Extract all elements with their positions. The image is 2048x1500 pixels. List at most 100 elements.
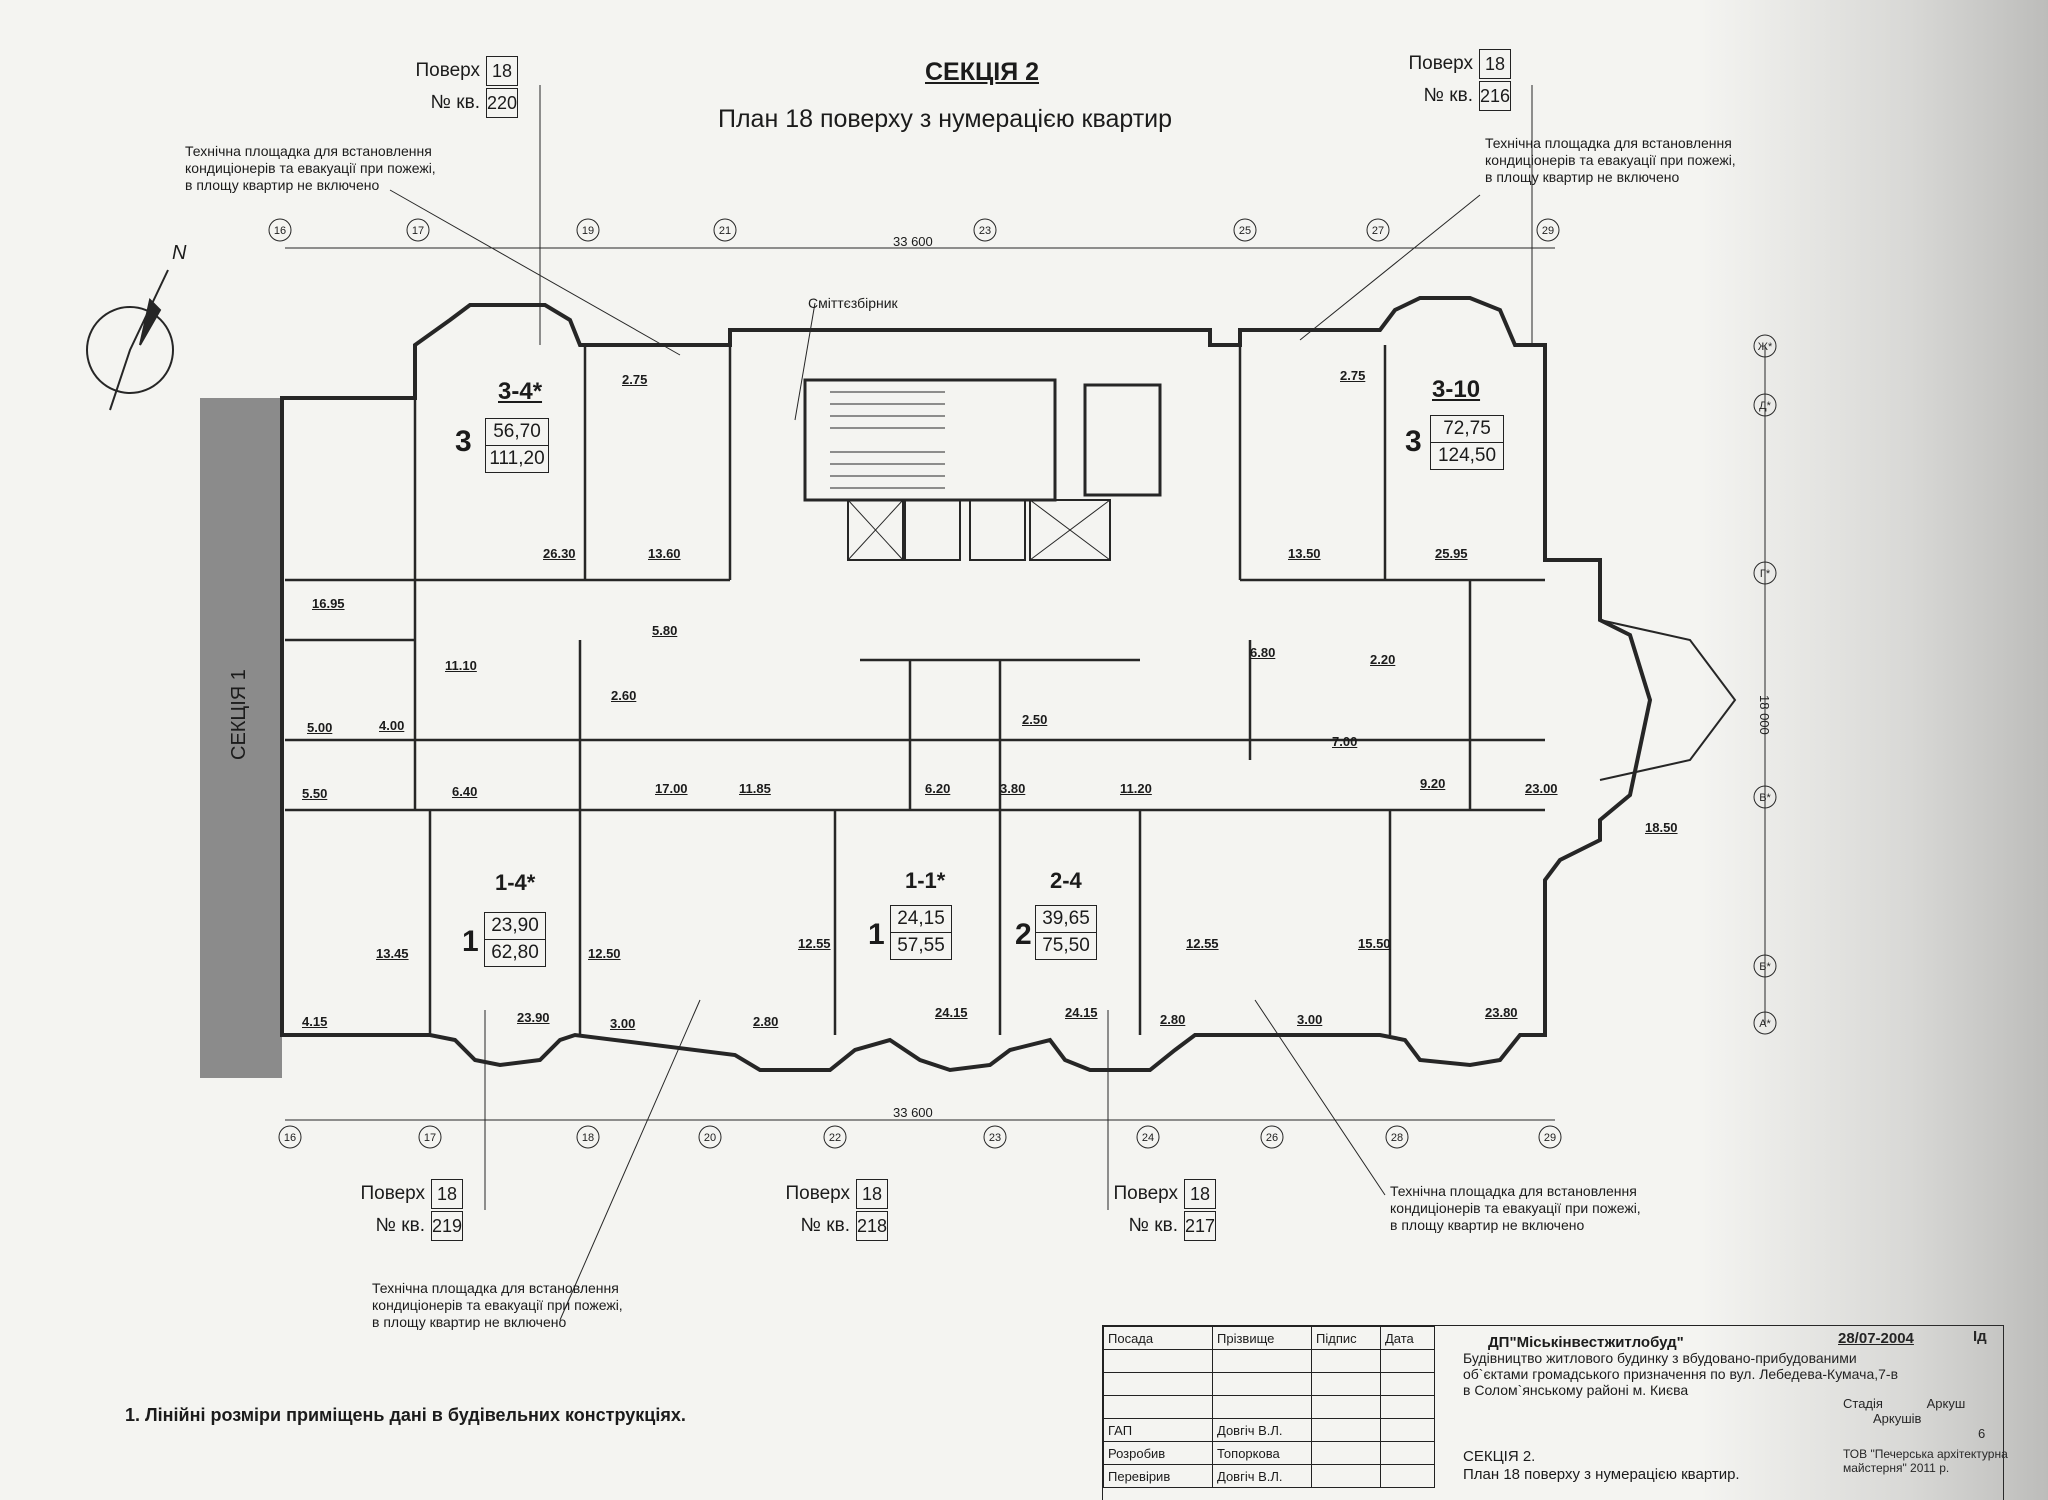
apt-number: 216 (1479, 81, 1511, 111)
axis-right (1753, 393, 1777, 417)
floor-label: Поверх (1408, 53, 1473, 74)
lift-cross (847, 499, 904, 561)
role: Перевірив (1103, 1464, 1213, 1488)
sheet-label: Аркуш (1926, 1396, 1966, 1411)
compass (86, 306, 174, 394)
apt-code: 2-4 (1050, 868, 1082, 893)
axis-top (1366, 218, 1390, 242)
axis-bottom-label: 24 (1142, 1132, 1154, 1144)
axis-right-label: Ж* (1758, 341, 1773, 353)
axis-bottom (698, 1125, 722, 1149)
apt-rooms: 1 (868, 918, 885, 951)
apt-area-box: 39,65 75,50 (1035, 905, 1097, 960)
section-title: СЕКЦІЯ 2 (925, 58, 1040, 86)
axis-bottom (278, 1125, 302, 1149)
lift-shaft (1083, 383, 1162, 497)
axis-top (1233, 218, 1257, 242)
apt-code: 3-10 (1432, 376, 1481, 403)
room-area: 18.50 (1645, 820, 1678, 835)
col-surname: Прізвище (1212, 1326, 1312, 1350)
axis-top (576, 218, 600, 242)
room-area: 5.50 (302, 786, 328, 801)
floor-label: Поверх (785, 1183, 850, 1204)
room-area: 9.20 (1420, 776, 1446, 791)
axis-bottom-label: 29 (1544, 1132, 1556, 1144)
axis-bottom (983, 1125, 1007, 1149)
role: ГАП (1103, 1418, 1213, 1442)
apt-label: № кв. (1128, 1215, 1178, 1236)
apt-number: 218 (856, 1211, 888, 1241)
room-area: 12.55 (798, 936, 831, 951)
name: Довгіч В.Л. (1212, 1418, 1312, 1442)
room-area: 2.60 (611, 688, 637, 703)
lift-car (969, 499, 1026, 561)
name: Топоркова (1212, 1441, 1312, 1465)
apt-area-box: 23,90 62,80 (484, 912, 546, 967)
leader-line (1299, 194, 1481, 341)
room-area: 11.85 (739, 781, 771, 796)
room-area: 13.50 (1288, 546, 1321, 561)
footnote: 1. Лінійні розміри приміщень дані в буді… (125, 1405, 686, 1425)
axis-bottom-label: 18 (582, 1132, 594, 1144)
room-area: 25.95 (1435, 546, 1468, 561)
apt-rooms: 3 (1405, 425, 1422, 458)
axis-bottom-label: 26 (1266, 1132, 1278, 1144)
axis-bottom-label: 16 (284, 1132, 296, 1144)
axis-bottom-label: 20 (704, 1132, 716, 1144)
apt-label: № кв. (375, 1215, 425, 1236)
axis-top (1536, 218, 1560, 242)
room-area: 2.80 (1160, 1012, 1186, 1027)
col-sign: Підпис (1311, 1326, 1381, 1350)
axis-bottom (576, 1125, 600, 1149)
axis-right (1753, 334, 1777, 358)
axis-top-label: 23 (979, 225, 991, 237)
north-arrow-head (139, 298, 162, 346)
room-area: 24.15 (935, 1005, 968, 1020)
room-area: 13.45 (376, 946, 409, 961)
axis-top-label: 21 (719, 225, 731, 237)
sheet-title: СЕКЦІЯ 2. План 18 поверху з нумерацією к… (1463, 1448, 1740, 1483)
room-area: 12.50 (588, 946, 621, 961)
apt-total-area: 62,80 (491, 942, 539, 963)
apt-total-area: 57,55 (897, 935, 945, 956)
floor-value: 18 (1184, 1179, 1216, 1209)
apt-label: № кв. (430, 92, 480, 113)
floor-value: 18 (1479, 49, 1511, 79)
room-area: 3.00 (610, 1016, 636, 1031)
apt-area-box: 56,70 111,20 (485, 418, 549, 473)
room-area: 2.20 (1370, 652, 1396, 667)
floor-label: Поверх (1113, 1183, 1178, 1204)
room-area: 11.10 (445, 658, 477, 673)
apt-living-area: 56,70 (486, 419, 548, 446)
axis-top (713, 218, 737, 242)
overall-width-dim: 33 600 (893, 234, 933, 249)
room-area: 24.15 (1065, 1005, 1098, 1020)
room-area: 5.80 (652, 623, 678, 638)
axis-bottom (823, 1125, 847, 1149)
room-area: 6.40 (452, 784, 478, 799)
room-area: 26.30 (543, 546, 576, 561)
overall-width-dim: 33 600 (893, 1105, 933, 1120)
room-area: 23.90 (517, 1010, 550, 1025)
axis-right (1753, 954, 1777, 978)
room-area: 3.80 (1000, 781, 1026, 796)
axis-top-label: 29 (1542, 225, 1554, 237)
axis-right-label: Д* (1759, 400, 1771, 412)
outer-wall (280, 296, 1653, 1073)
room-area: 5.00 (307, 720, 333, 735)
sheets-label: Аркушів (1873, 1411, 1922, 1426)
room-area: 2.80 (753, 1014, 779, 1029)
role: Розробив (1103, 1441, 1213, 1465)
name: Довгіч В.Л. (1212, 1464, 1312, 1488)
apt-total-area: 75,50 (1042, 935, 1090, 956)
apt-total-area: 111,20 (489, 448, 545, 469)
north-arrow (109, 269, 169, 411)
apt-number: 220 (486, 88, 518, 118)
apt-living-area: 72,75 (1431, 416, 1503, 443)
note-tech-platform: Технічна площадка для встановлення конди… (1390, 1183, 1641, 1233)
axis-right (1753, 785, 1777, 809)
